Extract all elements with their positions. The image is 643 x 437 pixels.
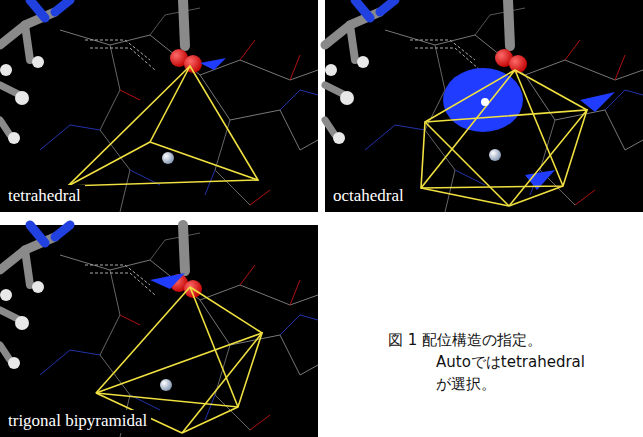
structure-panel: tetrahedral	[0, 0, 318, 212]
geometry-label: trigonal bipyramidal	[4, 410, 151, 433]
geometry-label: tetrahedral	[4, 185, 85, 208]
figure-caption: 図 1 配位構造の指定。 Autoではtetrahedral が選択。	[388, 330, 628, 395]
structure-panel: octahedral	[325, 0, 643, 212]
structure-panel: trigonal bipyramidal	[0, 225, 318, 437]
geometry-label: octahedral	[329, 185, 408, 208]
